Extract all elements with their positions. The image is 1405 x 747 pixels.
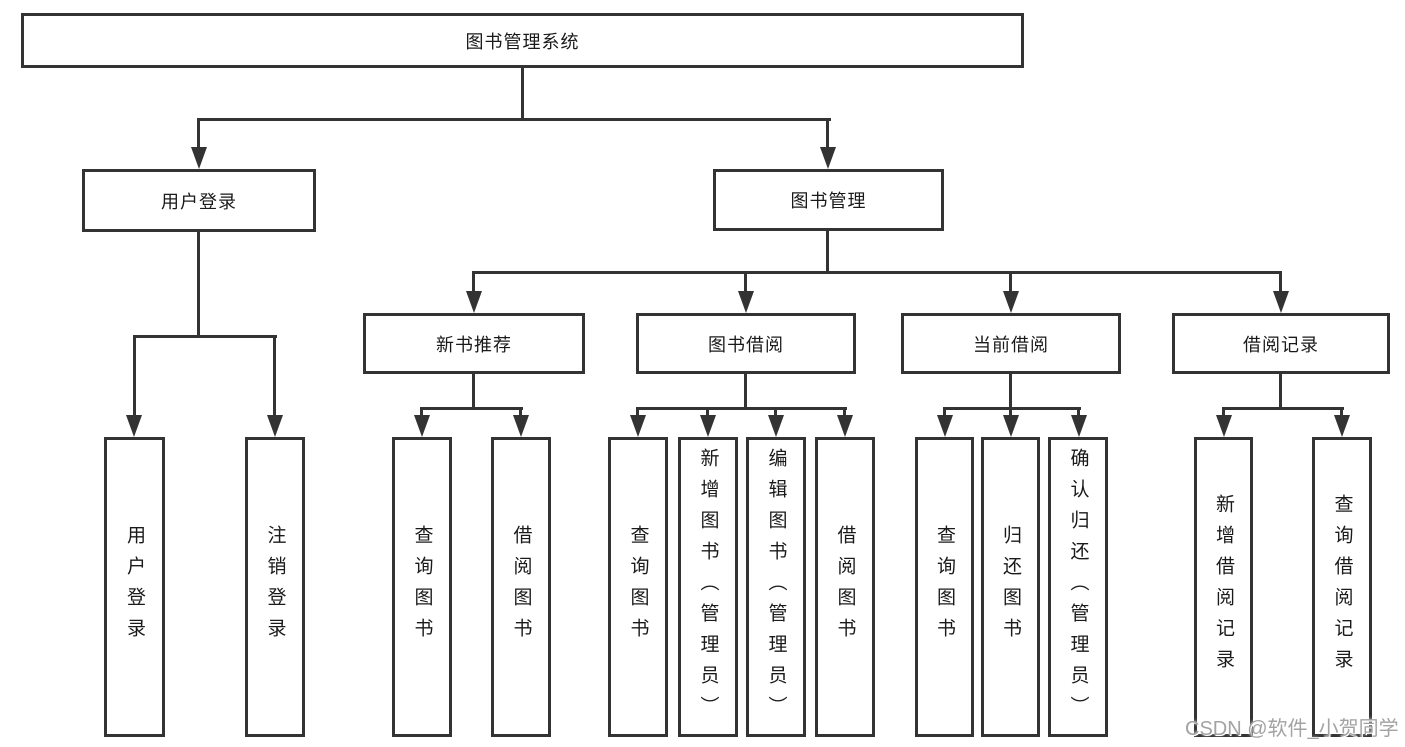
connector-line [1009,407,1012,417]
connector-line [420,407,423,417]
connector-line [519,407,522,417]
arrowhead-down [1003,291,1019,313]
connector-line [1222,407,1225,417]
leaf-current-query-books: 查询图书 [915,437,974,737]
arrowhead-down [837,415,853,437]
connector-line [1077,407,1080,417]
connector-line [133,335,277,338]
node-current-borrow: 当前借阅 [901,313,1121,374]
node-borrow-records: 借阅记录 [1172,313,1390,374]
node-user-login: 用户登录 [82,169,316,232]
connector-line [943,407,1081,410]
arrowhead-down [1334,415,1350,437]
connector-line [843,407,846,417]
leaf-borrow-edit-books-admin: 编辑图书（管理员） [746,437,806,737]
arrowhead-down [414,415,430,437]
arrowhead-down [267,415,283,437]
arrowhead-down [700,415,716,437]
connector-line [943,407,946,417]
arrowhead-down [191,147,207,169]
connector-line [1279,374,1282,410]
connector-line [744,271,747,293]
arrowhead-down [1273,291,1289,313]
connector-line [706,407,709,417]
connector-line [197,118,831,121]
arrowhead-down [126,415,142,437]
connector-line [1009,374,1012,410]
arrowhead-down [1071,415,1087,437]
connector-line [1222,407,1344,410]
connector-line [826,231,829,274]
csdn-watermark: CSDN @软件_小贺同学 [1185,718,1399,740]
connector-line [197,118,200,150]
connector-line [472,374,475,410]
connector-line [774,407,777,417]
connector-line [472,271,1282,274]
connector-line [197,232,200,338]
leaf-records-add-record: 新增借阅记录 [1194,437,1253,737]
arrowhead-down [1216,415,1232,437]
connector-line [1340,407,1343,417]
arrowhead-down [630,415,646,437]
connector-line [636,407,639,417]
connector-line [1009,271,1012,293]
leaf-borrow-add-books-admin: 新增图书（管理员） [678,437,738,737]
node-new-book-recommend: 新书推荐 [363,313,585,374]
arrowhead-down [937,415,953,437]
arrowhead-down [738,291,754,313]
connector-line [826,118,829,150]
node-book-borrow: 图书借阅 [636,313,856,374]
leaf-current-confirm-return-admin: 确认归还（管理员） [1048,437,1108,737]
connector-line [420,407,523,410]
connector-line [744,374,747,410]
connector-line [472,271,475,293]
arrowhead-down [513,415,529,437]
node-root: 图书管理系统 [21,13,1024,68]
leaf-recommend-borrow-books: 借阅图书 [491,437,551,737]
connector-line [133,335,136,417]
connector-line [273,335,276,417]
leaf-borrow-query-books: 查询图书 [608,437,668,737]
arrowhead-down [1003,415,1019,437]
leaf-records-query-record: 查询借阅记录 [1312,437,1372,737]
node-book-management: 图书管理 [713,169,944,231]
arrowhead-down [768,415,784,437]
leaf-user-login: 用户登录 [104,437,165,737]
leaf-borrow-borrow-books: 借阅图书 [815,437,875,737]
leaf-current-return-books: 归还图书 [981,437,1040,737]
connector-line [636,407,847,410]
connector-line [1279,271,1282,293]
arrowhead-down [820,147,836,169]
arrowhead-down [466,291,482,313]
leaf-logout: 注销登录 [245,437,305,737]
connector-line [521,68,524,121]
leaf-recommend-query-books: 查询图书 [392,437,452,737]
